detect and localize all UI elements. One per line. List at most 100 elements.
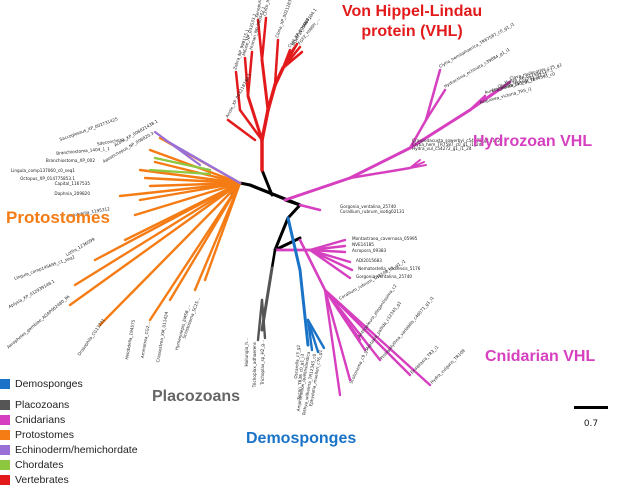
vhl-label-line2: protein (VHL) [361,23,463,40]
leaf-label: Trichoplax_sp_H2_g... [260,340,265,386]
tree-branch-protostomes [98,181,242,327]
leaf-label: Hoilungia_h... [244,338,249,366]
tree-branch-chordates [153,156,212,172]
tree-branch-hydrozoan [408,118,428,150]
leaf-label: Branchiostoma_1404_1_1 [56,146,110,156]
legend-label: Echinoderm/hemichordate [15,443,138,456]
tree-branch-cnidarian [308,248,354,272]
tree-branch-cnidarian [308,248,352,280]
leaf-label: Montastraea_cavernosa_05995 [352,236,418,241]
leaf-label: Trichoplax_adhaerens [252,342,257,388]
vhl-group-label: Von Hippel-Lindau protein (VHL) [342,2,482,42]
leaf-label: Ammotrea_CG2... [140,321,151,358]
tree-branch-vhl [246,94,264,142]
leaf-label: Nematostella_vectensis_5176 [358,266,421,271]
tree-branch-backbone [260,168,274,197]
tree-branch-vhl [260,58,270,112]
tree-branch-placozoans [260,298,267,340]
legend-item-vertebrates: Vertebrates [0,472,138,487]
legend-item-protostomes: Protostomes [0,427,138,442]
tree-branch-protostomes [138,168,242,185]
leaf-label: Saccoglossus_XP_002731425 [59,116,119,142]
leaf-label: Protopalythoa_variabilis_c46071_g1_i1 [379,295,435,361]
tree-branch-protostomes [73,181,242,287]
leaf-label: Corallium_rubrum_isotig02131 [340,209,405,214]
leaf-label: ADI2015683 [356,258,382,263]
tree-branch-chordates [148,168,212,176]
tree-branch-vhl [256,18,264,62]
legend-label: Chordates [15,458,64,471]
tree-branch-demosponges [286,216,302,272]
tree-branch-protostomes [203,181,242,282]
tree-branch-vhl [266,83,277,112]
tree-branch-backbone [273,236,302,252]
phylogenetic-tree: Xenopus_XP_002939419Chick_XP_426431.2Mou… [6,0,563,417]
leaf-label: Exaiptasia_TR3_i1 [409,344,439,374]
tree-branch-cnidarian [323,288,382,362]
legend-swatch-demosponges [0,378,10,389]
tree-branch-backbone [238,181,252,187]
leaf-label: Acropora_09383 [352,248,387,253]
legend-swatch-cnidarians [0,414,10,425]
legend-label: Placozoans [15,398,70,411]
leaf-label: Clytia_hem_TR7587_c0_g1_i1_2d [412,142,482,147]
leaf-label: Craspedacusta_sowerbyi_c54272_g1_i1_2d [412,138,503,143]
leaf-label: Scolionema_c9_g1 [348,347,369,385]
placozoans-group-label: Placozoans [152,388,241,405]
legend-swatch-vertebrates [0,474,10,485]
protostomes-group-label: Protostomes [6,208,110,227]
legend-item-chordates: Chordates [0,457,138,472]
leaf-label: Lingula_comp145695_c1_seq2 [13,254,75,281]
tree-branch-hydrozoan [298,203,322,212]
legend-label: Cnidarians [15,413,66,426]
tree-branch-protostomes [68,181,242,307]
leaf-label: Capital_1167535 [55,181,91,186]
tree-branch-hydrozoan [409,164,427,169]
leaf-label: NVE14185 [352,242,374,247]
tree-branch-hydrozoan [468,80,512,112]
legend-item-cnidarians: Cnidarians [0,412,138,427]
scale-bar-line [574,406,608,409]
tree-branch-hydrozoan [348,166,412,180]
leaf-label: Sdeconcherg... [97,136,129,146]
legend-label: Vertebrates [15,473,69,486]
legend-swatch-placozoans [0,399,10,410]
tree-branch-protostomes [143,176,242,185]
tree-branch-vhl [238,108,264,142]
tree-branch-protostomes [133,181,242,217]
leaf-label: Octopus_XP_014775853.1 [20,176,75,181]
legend-label: Demosponges [15,377,83,390]
leaf-label: Lottia_1236099 [65,236,96,257]
tree-branch-cnidarian [323,288,432,387]
leaf-label: Crassostrea_XM_011424 [155,311,169,363]
tree-branch-hydrozoan [424,88,447,122]
tree-branch-hydrozoan [408,108,472,150]
leaf-label: Gorgonia_ventalina_25740 [340,204,396,209]
leaf-label: Hydra_vul_c54272_g1_i1_2d [412,146,472,151]
tree-branch-protostomes [168,181,242,302]
tree-branch-protostomes [118,181,242,198]
leaf-label: Gorgonia_ventalina_25740 [356,274,412,279]
legend-swatch-echinoderm [0,444,10,455]
tree-branch-vhl [273,38,280,87]
scale-bar-value: 0.7 [583,419,599,429]
tree-branch-hydrozoan [283,176,352,202]
tree-branch-cnidarian [298,238,327,292]
demosponges-group-label: Demosponges [246,430,357,447]
leaf-label: Drosophila_CG13221 [77,317,106,356]
leaf-label: Daphnia_209820 [54,191,90,196]
tree-branch-echinoderm [153,130,202,167]
tree-branch-backbone [273,216,290,252]
legend-item-demosponges: Demosponges [0,376,138,391]
tree-branch-vhl [234,70,242,112]
tree-branch-backbone [270,248,277,270]
tree-branch-protostomes [93,181,242,262]
legend-item-placozoans: Placozoans [0,397,138,412]
tree-branch-vhl [246,50,254,98]
tree-branch-cnidarian [323,288,352,382]
tree-branch-vhl [260,16,268,62]
tree-branch-backbone [286,203,302,220]
tree-branch-demosponges [298,268,310,347]
legend-swatch-chordates [0,459,10,470]
tree-branch-cnidarian [323,288,342,397]
